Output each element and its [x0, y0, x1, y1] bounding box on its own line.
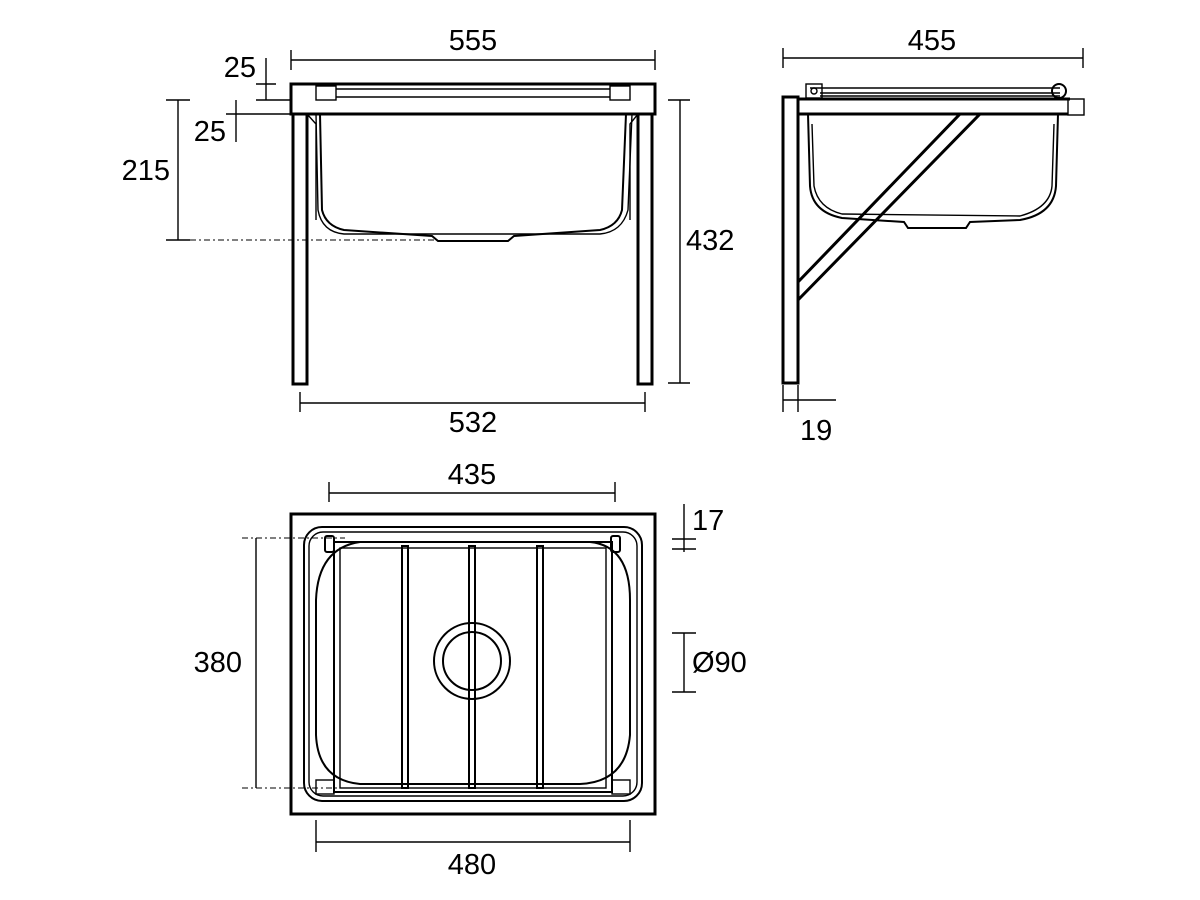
front-rim-block-left — [315, 85, 337, 101]
front-dimensions: 555 25 25 215 432 532 — [122, 25, 735, 439]
plan-waste-inner — [442, 631, 502, 691]
side-wall-bracket — [781, 95, 800, 385]
dim-waste-diameter: Ø90 — [692, 647, 747, 679]
front-rim-block-right — [609, 85, 631, 101]
plan-grid-bar — [536, 545, 544, 789]
dim-rim-height: 25 — [194, 116, 226, 148]
side-view — [781, 83, 1085, 385]
side-front-block — [1067, 98, 1085, 116]
plan-outer-rim — [289, 512, 657, 816]
front-leg-left — [291, 112, 309, 386]
front-bowl-inner — [315, 113, 633, 235]
dim-base-width: 480 — [448, 849, 496, 881]
side-hinge-block — [805, 83, 823, 99]
dim-overall-width: 555 — [449, 25, 497, 57]
plan-dimensions: 435 17 380 Ø90 480 — [194, 459, 747, 881]
dim-bowl-length: 380 — [194, 647, 242, 679]
side-dimensions: 455 19 — [782, 25, 1084, 447]
plan-grid-bar — [468, 545, 476, 789]
front-leg-right — [636, 112, 654, 386]
front-rim — [289, 82, 657, 116]
dim-total-height: 432 — [686, 225, 734, 257]
front-leg-left-inner — [306, 113, 317, 220]
side-hinge-pin — [810, 87, 818, 95]
plan-view — [289, 512, 657, 816]
dim-lip-height: 25 — [224, 52, 256, 84]
plan-corner-right — [611, 779, 631, 795]
side-brace-lower — [796, 112, 982, 302]
dim-bowl-width: 435 — [448, 459, 496, 491]
side-bowl-inner — [811, 123, 1055, 217]
plan-grid-bar — [401, 545, 409, 789]
plan-inner-rim-2 — [308, 531, 638, 797]
plan-corner-left — [315, 779, 335, 795]
front-bowl — [309, 113, 640, 242]
plan-waste-outer — [433, 622, 511, 700]
side-bowl — [807, 113, 1059, 229]
dim-overall-depth: 455 — [908, 25, 956, 57]
plan-hinge-right — [610, 535, 621, 553]
front-view — [289, 82, 657, 386]
side-rail-end — [1051, 83, 1067, 99]
front-leg-right-inner — [629, 113, 639, 220]
dim-grid-offset: 17 — [692, 505, 724, 537]
dim-bowl-depth: 215 — [122, 155, 170, 187]
dim-leg-span: 532 — [449, 407, 497, 439]
plan-inner-rim — [303, 526, 643, 802]
plan-grid-frame-inner — [339, 547, 607, 789]
plan-hinge-left — [324, 535, 335, 553]
dim-bracket-offset: 19 — [800, 415, 832, 447]
plan-grid-frame — [333, 541, 613, 793]
plan-bowl — [315, 541, 631, 785]
side-brace-upper — [796, 112, 962, 284]
